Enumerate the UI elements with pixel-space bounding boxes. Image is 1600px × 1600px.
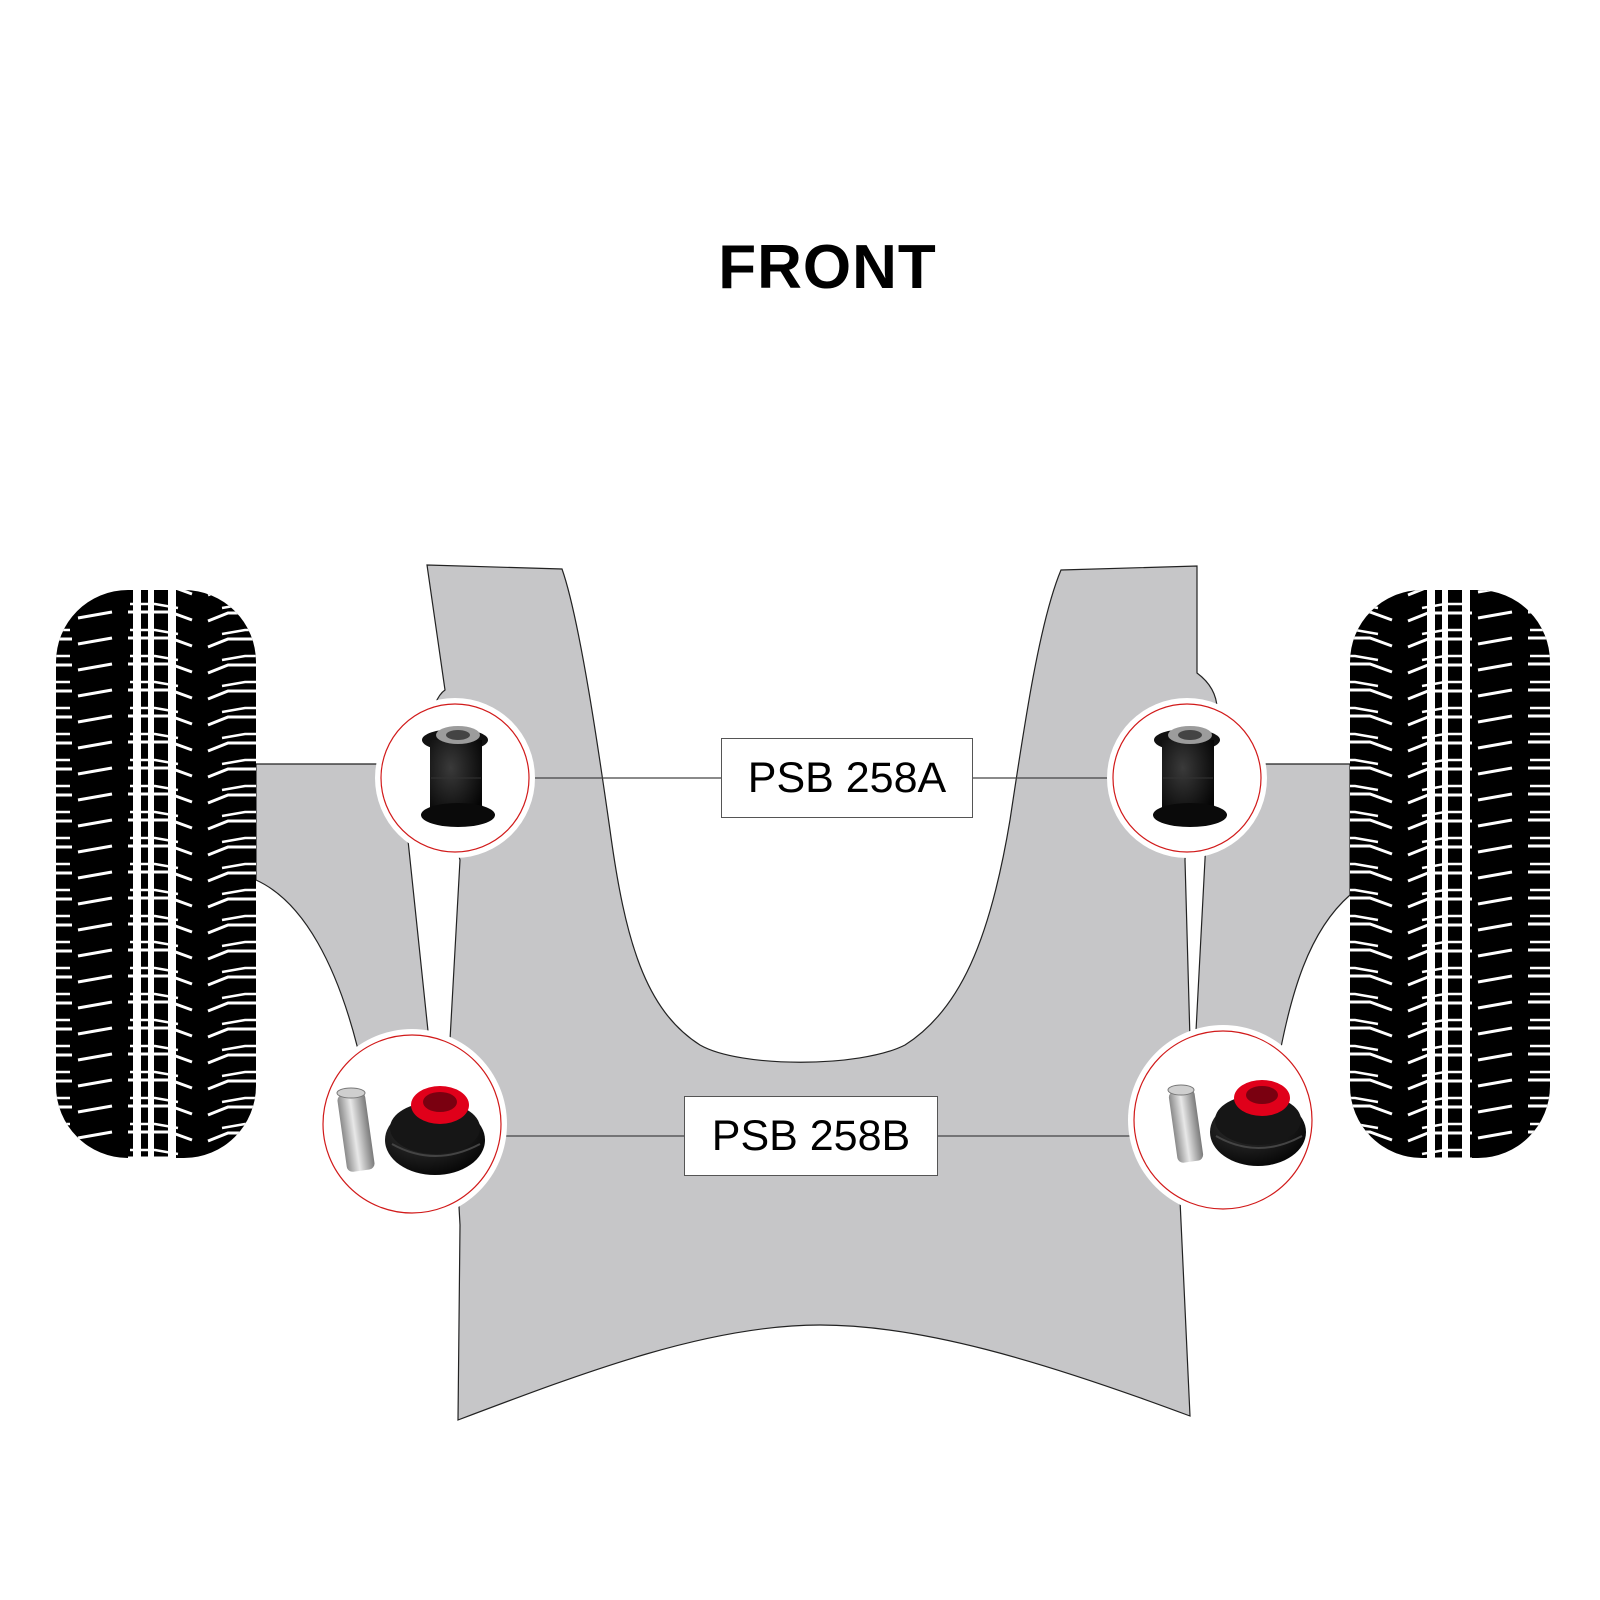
page-title: FRONT <box>718 233 937 302</box>
part-label-psb-258b: PSB 258B <box>684 1096 938 1176</box>
bushing-a-image-right <box>1153 726 1227 827</box>
part-label-psb-258a: PSB 258A <box>721 738 973 818</box>
callout-front-left <box>375 698 535 858</box>
callout-front-right <box>1107 698 1267 858</box>
right-tyre <box>1350 590 1550 1158</box>
left-tyre <box>56 590 256 1158</box>
callout-rear-right <box>1128 1025 1318 1215</box>
sleeve-image-right <box>1167 1084 1204 1163</box>
bushing-b-image-right <box>1210 1080 1306 1166</box>
callout-rear-left <box>317 1029 507 1219</box>
bushing-b-image <box>385 1086 485 1175</box>
subframe <box>426 564 1218 1421</box>
bushing-a-image <box>421 726 495 827</box>
sleeve-image <box>336 1087 375 1172</box>
